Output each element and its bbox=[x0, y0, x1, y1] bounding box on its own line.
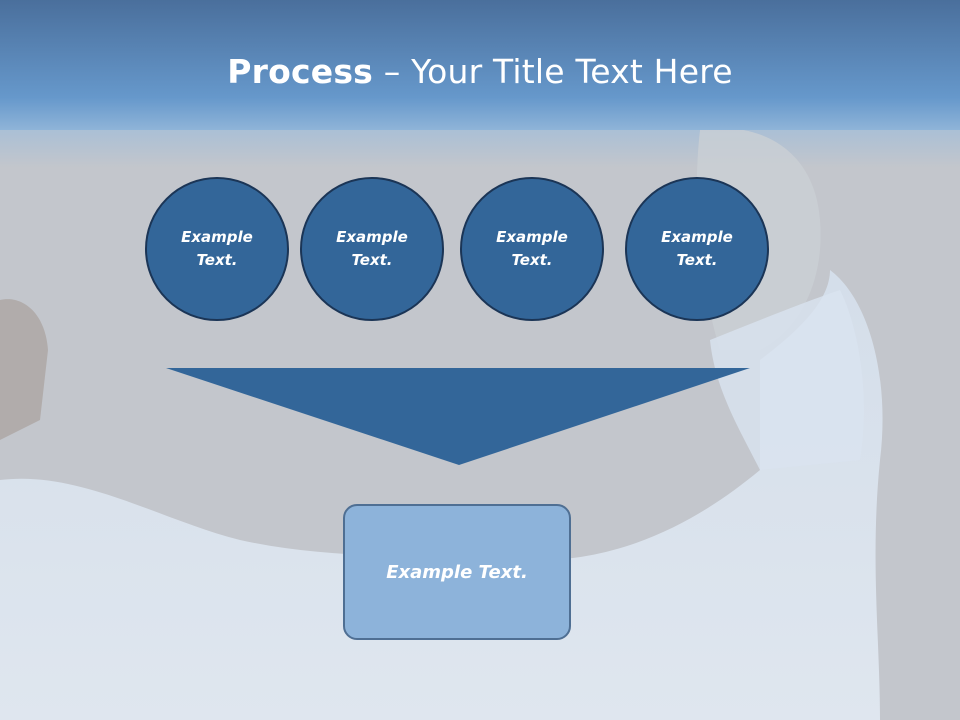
title-rest: – Your Title Text Here bbox=[373, 52, 733, 91]
process-step-1: Example Text. bbox=[145, 177, 289, 321]
process-step-3: Example Text. bbox=[460, 177, 604, 321]
result-label: Example Text. bbox=[386, 561, 528, 583]
process-step-4: Example Text. bbox=[625, 177, 769, 321]
process-step-3-label: Example Text. bbox=[496, 228, 568, 269]
process-step-4-label: Example Text. bbox=[661, 228, 733, 269]
result-box: Example Text. bbox=[343, 504, 571, 640]
process-step-2-label: Example Text. bbox=[336, 228, 408, 269]
process-step-1-label: Example Text. bbox=[181, 228, 253, 269]
process-step-2: Example Text. bbox=[300, 177, 444, 321]
title-bold: Process bbox=[227, 52, 374, 91]
slide-title: Process – Your Title Text Here bbox=[0, 52, 960, 91]
